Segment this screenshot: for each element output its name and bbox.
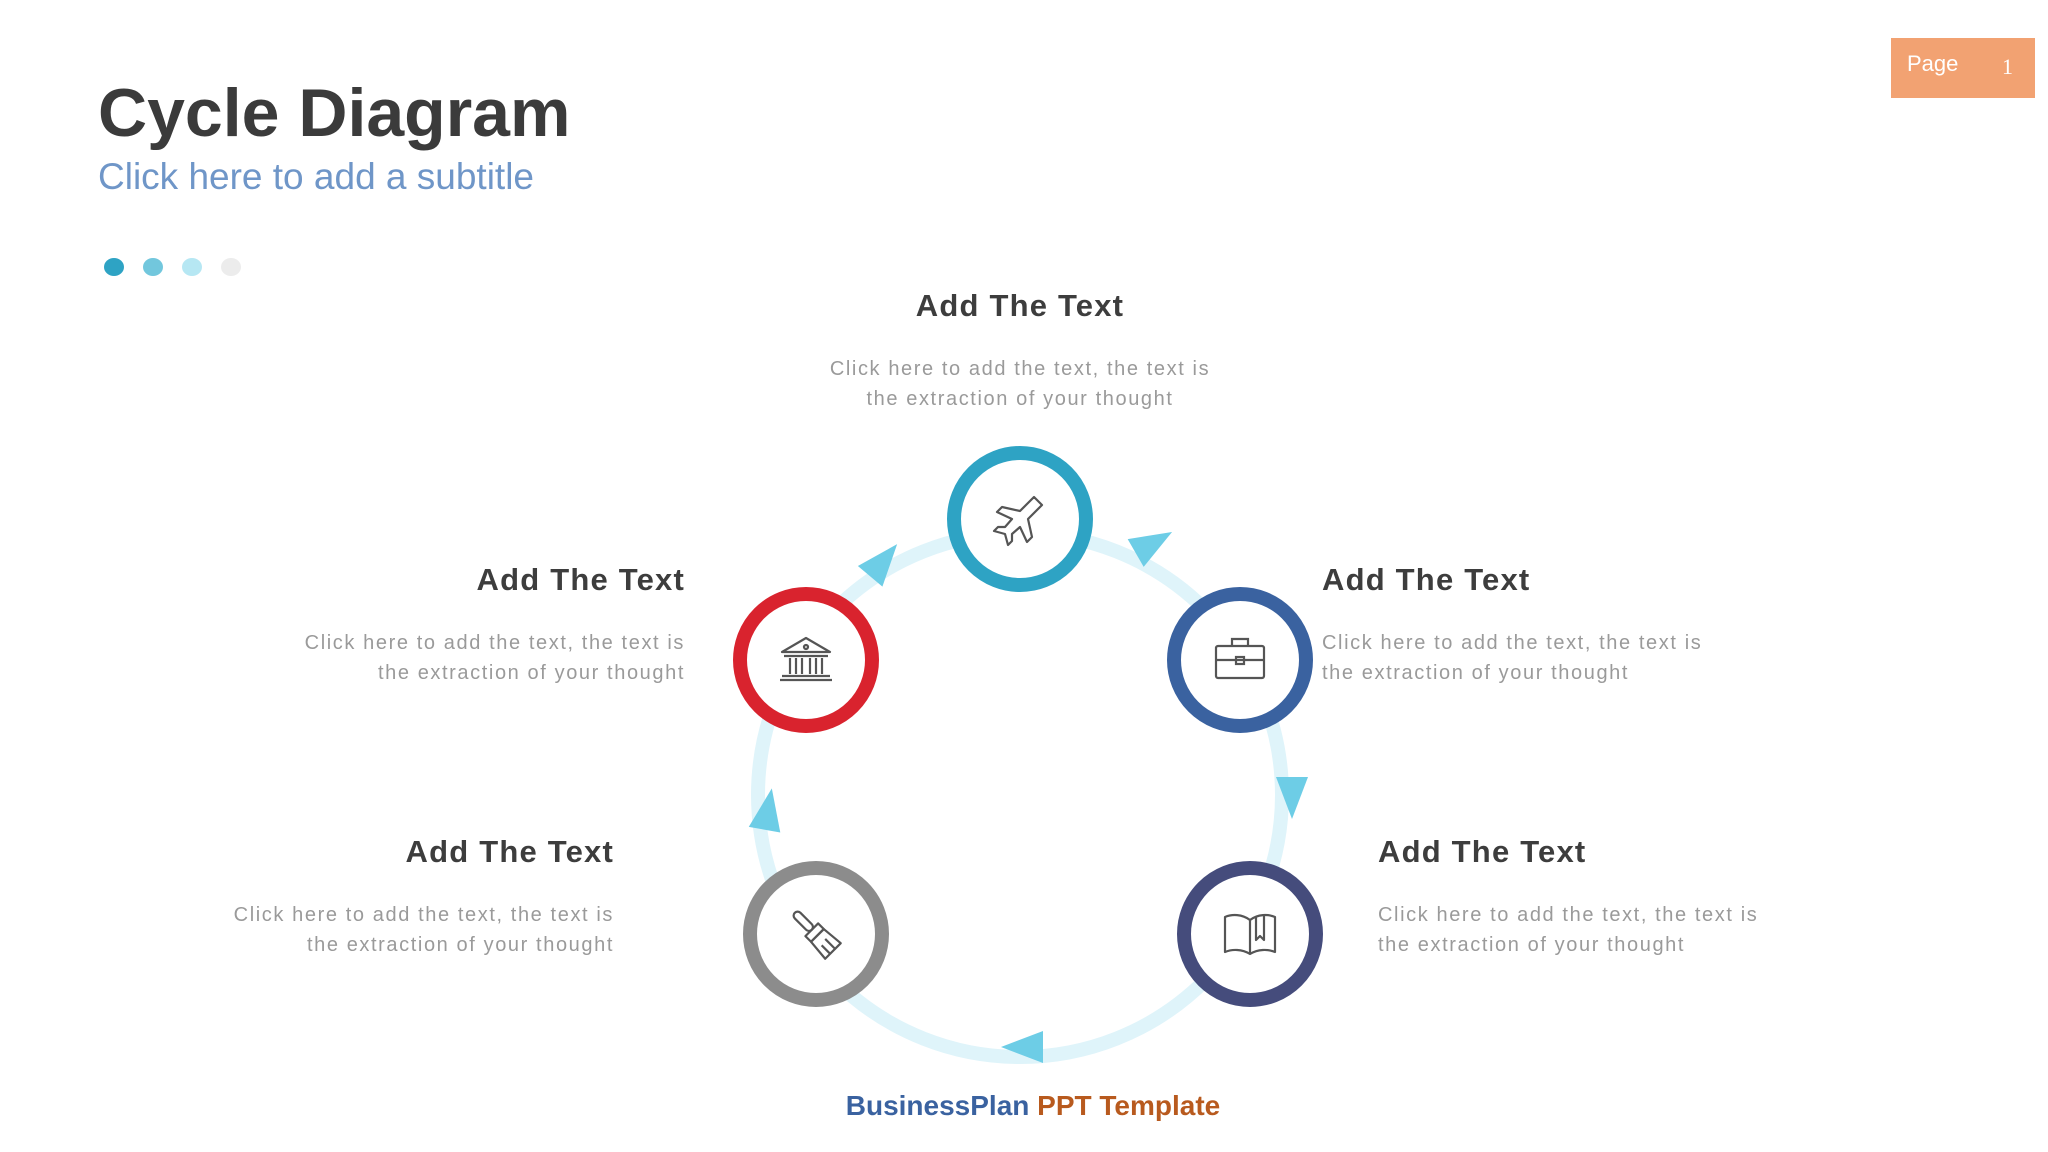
node-desc-top-line2: the extraction of your thought <box>866 388 1174 410</box>
node-desc-left-line2: the extraction of your thought <box>377 662 685 684</box>
footer-brand: BusinessPlan PPT Template <box>0 1090 2048 1122</box>
node-desc-bottom-left-line1: Click here to add the text, the text is <box>233 904 614 926</box>
node-desc-bottom-right-line1: Click here to add the text, the text is <box>1378 904 1759 926</box>
node-title-left[interactable]: Add The Text <box>476 562 685 597</box>
progress-dot-3 <box>182 258 202 276</box>
node-text-bottom-left: Add The Text Click here to add the text,… <box>154 834 614 960</box>
cycle-arrow-3 <box>1001 1031 1043 1063</box>
cycle-arrow-4 <box>748 788 781 833</box>
node-desc-right-line1: Click here to add the text, the text is <box>1322 632 1703 654</box>
footer-brand-part2: PPT Template <box>1029 1090 1221 1121</box>
node-desc-top[interactable]: Click here to add the text, the text is … <box>740 354 1300 414</box>
footer-brand-part1: BusinessPlan <box>845 1090 1030 1121</box>
page-badge: Page 1 <box>1891 38 2035 98</box>
node-title-right[interactable]: Add The Text <box>1322 562 1531 597</box>
cycle-arrow-1 <box>1127 532 1173 567</box>
node-text-left: Add The Text Click here to add the text,… <box>225 562 685 688</box>
book-icon <box>1223 913 1277 956</box>
bank-icon <box>780 636 832 682</box>
page-subtitle[interactable]: Click here to add a subtitle <box>98 156 535 197</box>
node-circle-right[interactable] <box>1167 587 1313 733</box>
node-desc-left-line1: Click here to add the text, the text is <box>304 632 685 654</box>
node-desc-bottom-left[interactable]: Click here to add the text, the text is … <box>154 900 614 960</box>
paintbrush-icon <box>792 910 842 960</box>
page-title: Cycle Diagram <box>98 75 571 151</box>
node-text-top: Add The Text Click here to add the text,… <box>740 288 1300 414</box>
node-circle-top[interactable] <box>947 446 1093 592</box>
cycle-arrow-5 <box>857 544 898 587</box>
cycle-arrow-2 <box>1276 777 1308 819</box>
briefcase-icon <box>1214 637 1266 680</box>
node-title-top[interactable]: Add The Text <box>915 288 1125 323</box>
node-desc-right-line2: the extraction of your thought <box>1322 662 1630 684</box>
progress-dot-2 <box>143 258 163 276</box>
page-badge-number: 1 <box>2002 54 2013 79</box>
progress-dot-4 <box>221 258 241 276</box>
node-desc-right[interactable]: Click here to add the text, the text is … <box>1322 628 1782 688</box>
node-circle-bottom-left[interactable] <box>743 861 889 1007</box>
page-badge-label: Page <box>1907 51 1959 76</box>
node-text-bottom-right: Add The Text Click here to add the text,… <box>1378 834 1838 960</box>
node-title-bottom-right[interactable]: Add The Text <box>1378 834 1587 869</box>
node-circle-left[interactable] <box>733 587 879 733</box>
airplane-icon <box>992 495 1044 547</box>
node-desc-bottom-right-line2: the extraction of your thought <box>1378 934 1686 956</box>
progress-dot-1 <box>104 258 124 276</box>
node-desc-bottom-left-line2: the extraction of your thought <box>306 934 614 956</box>
node-text-right: Add The Text Click here to add the text,… <box>1322 562 1782 688</box>
node-circle-bottom-right[interactable] <box>1177 861 1323 1007</box>
progress-dots <box>104 258 241 276</box>
node-desc-left[interactable]: Click here to add the text, the text is … <box>225 628 685 688</box>
node-title-bottom-left[interactable]: Add The Text <box>405 834 614 869</box>
node-desc-bottom-right[interactable]: Click here to add the text, the text is … <box>1378 900 1838 960</box>
node-desc-top-line1: Click here to add the text, the text is <box>829 358 1211 380</box>
